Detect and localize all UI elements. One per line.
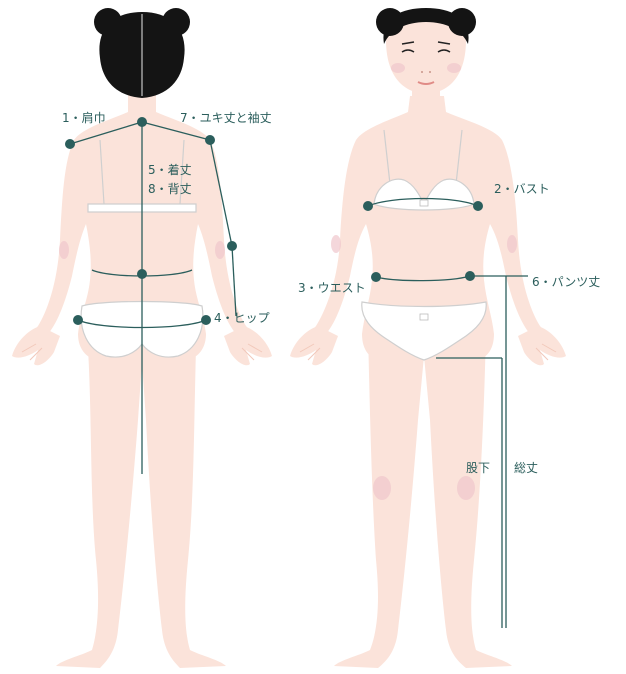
- label-shoulder-width: 1・肩巾: [62, 110, 106, 125]
- label-bust: 2・バスト: [494, 182, 550, 196]
- label-waist: 3・ウエスト: [298, 281, 366, 295]
- label-back-length: 8・背丈: [148, 182, 192, 196]
- label-hip: 4・ヒップ: [214, 311, 270, 325]
- label-sleeve-length: 7・ユキ丈と袖丈: [180, 110, 272, 125]
- front-view-figure: [290, 8, 566, 668]
- label-total-length: 総丈: [514, 461, 538, 475]
- label-pants-length: 6・パンツ丈: [532, 275, 600, 289]
- label-garment-length: 5・着丈: [148, 162, 192, 177]
- label-inseam: 股下: [466, 461, 490, 475]
